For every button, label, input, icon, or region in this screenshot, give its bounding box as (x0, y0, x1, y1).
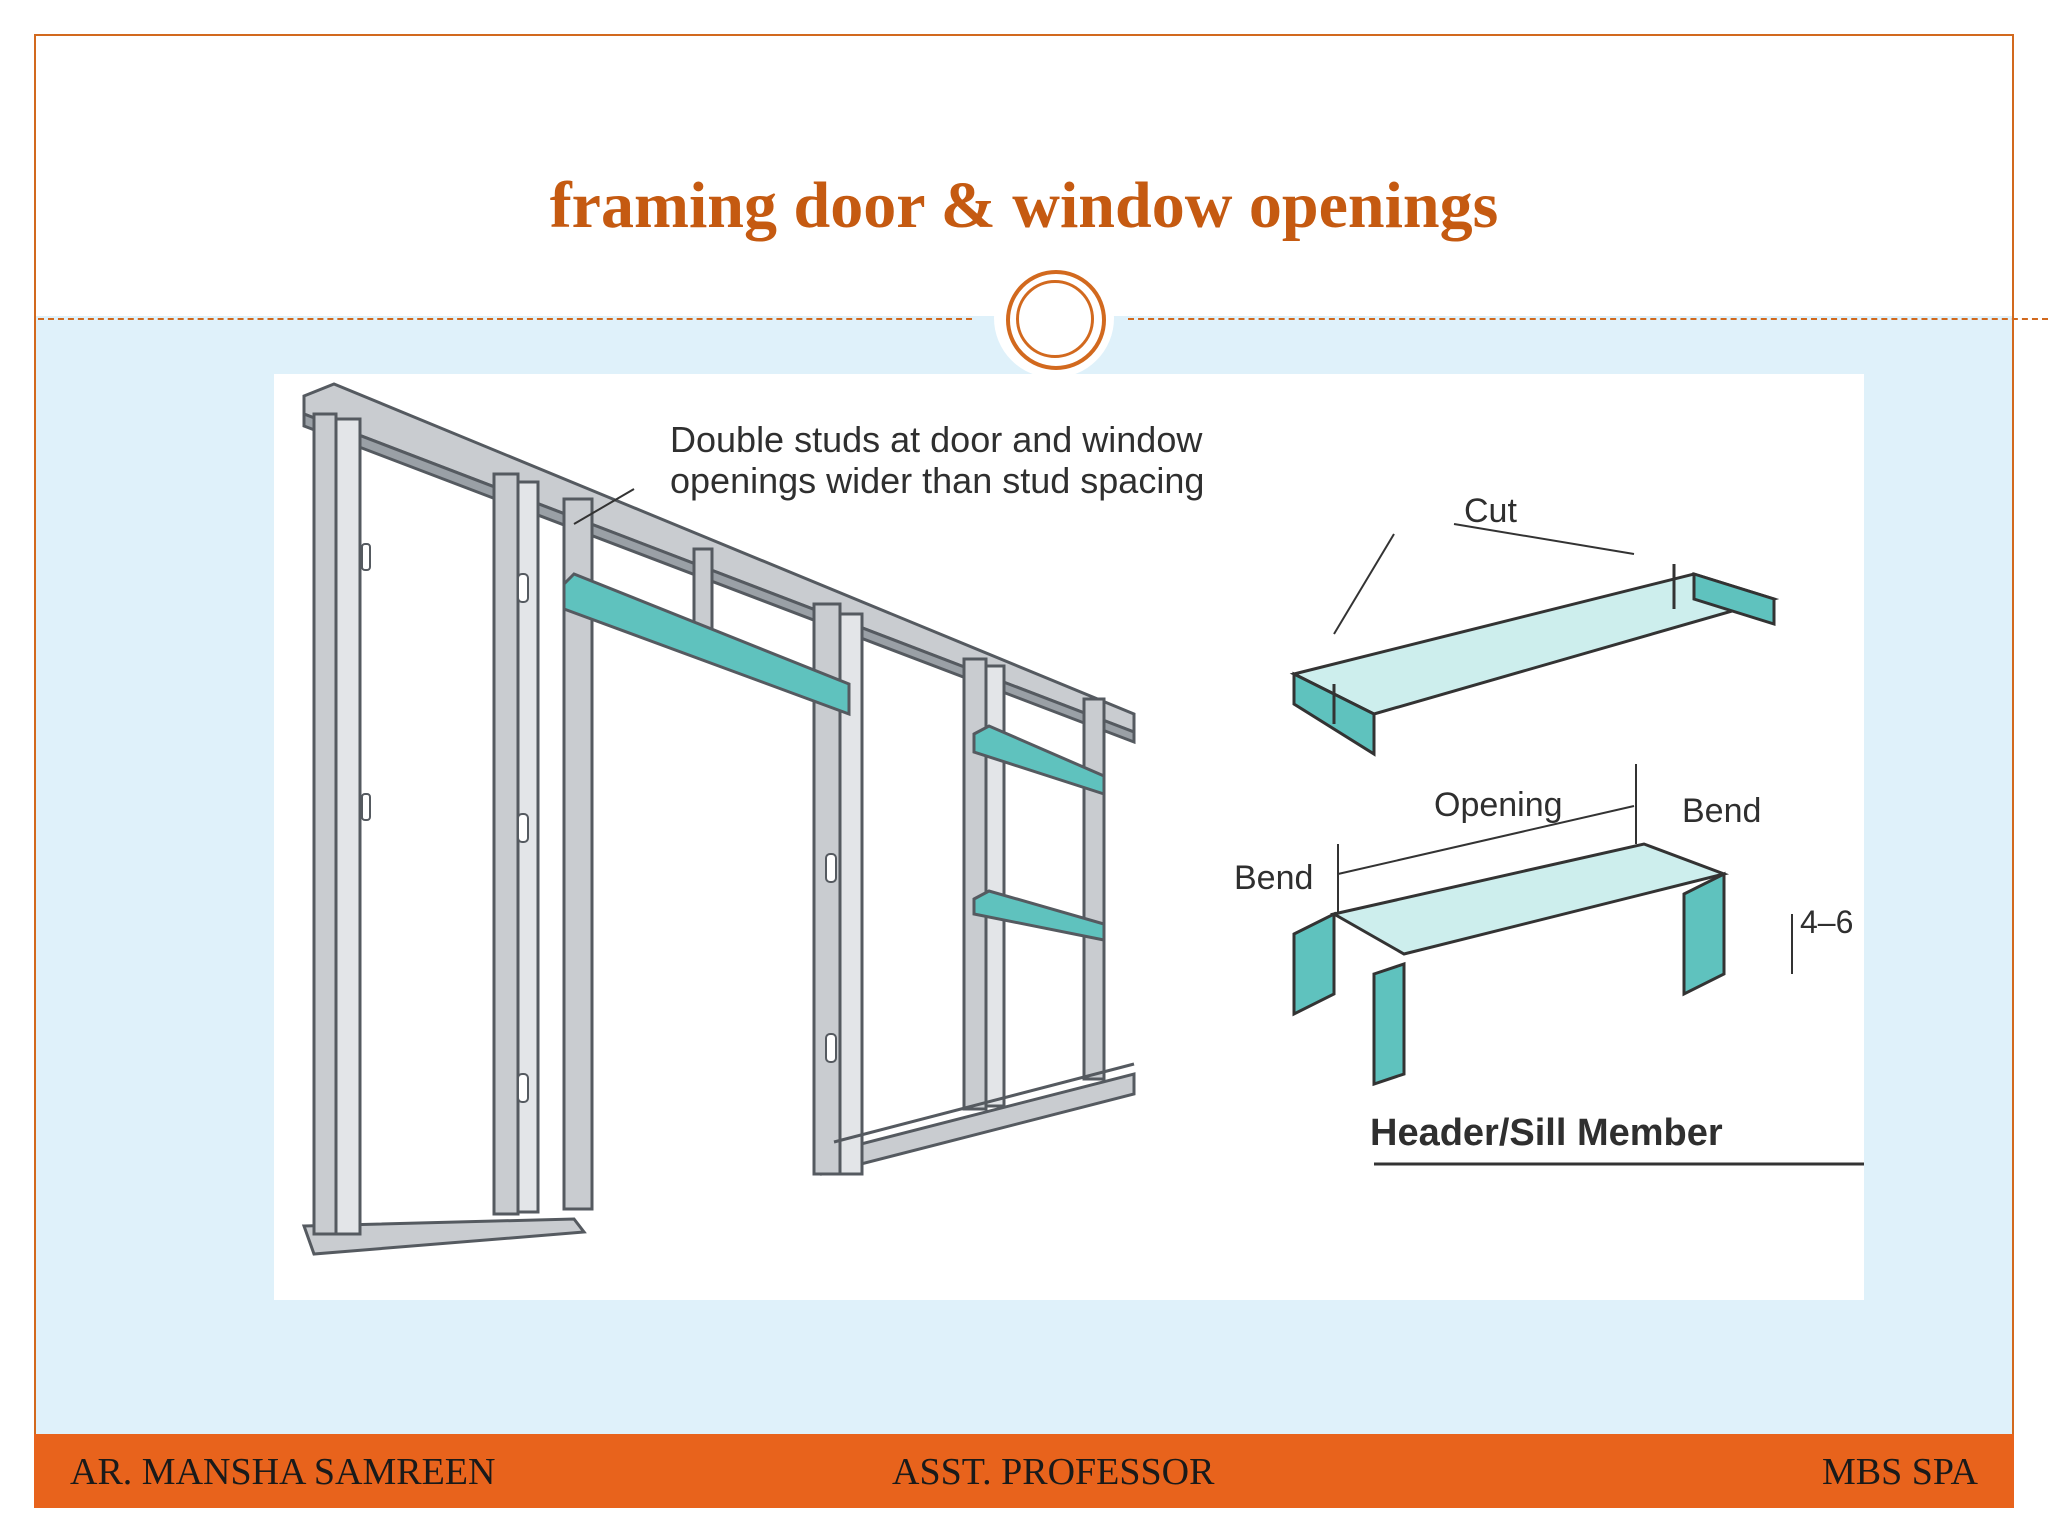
opening-label: Opening (1434, 786, 1563, 824)
circle-outer-ring (1006, 270, 1106, 370)
door-header (562, 572, 851, 717)
double-studs-label-line2: openings wider than stud spacing (670, 460, 1205, 501)
window-bottom (833, 1062, 1135, 1144)
footer-institution: MBS SPA (1822, 1451, 1978, 1493)
figure-caption: Header/Sill Member (1370, 1112, 1723, 1154)
framing-illustration (301, 382, 1864, 1256)
sill-leg-right (1682, 871, 1726, 997)
stud (312, 412, 338, 1236)
cut-header-member (1289, 523, 1780, 757)
cut-label: Cut (1464, 492, 1517, 530)
circle-inner-ring (1016, 280, 1094, 358)
sill-leg-front (1372, 961, 1406, 1087)
slide-title: framing door & window openings (549, 169, 1499, 242)
bend-label-left: Bend (1234, 859, 1314, 897)
window-stud (1082, 697, 1106, 1081)
stud-punchouts (361, 543, 837, 1103)
window-stud (962, 657, 988, 1111)
footer-author: AR. MANSHA SAMREEN (70, 1451, 496, 1493)
punchout (517, 813, 529, 843)
wall-frame (301, 382, 1136, 1256)
bottom-track (301, 1217, 587, 1256)
leader-line (573, 488, 635, 525)
cripple-stud (692, 547, 714, 631)
punchout (825, 1033, 837, 1063)
cut-leader (1333, 533, 1395, 635)
punchout (361, 793, 371, 821)
punchout (361, 543, 371, 571)
title-area: framing door & window openings (36, 36, 2012, 286)
punchout (517, 1073, 529, 1103)
circle-ornament (994, 258, 1114, 378)
punchout (825, 853, 837, 883)
footer-role: ASST. PROFESSOR (892, 1451, 1215, 1493)
punchout (517, 573, 529, 603)
opening-dim (1337, 805, 1635, 875)
double-studs-label-line1: Double studs at door and window (670, 419, 1203, 460)
top-track (302, 382, 1136, 735)
window-sill (972, 889, 1106, 942)
sill-leg-left (1292, 911, 1336, 1017)
stud (334, 417, 362, 1236)
framing-diagram: Double studs at door and window openings… (274, 374, 1864, 1300)
cut-leader (1453, 523, 1635, 555)
bend-label-right: Bend (1682, 792, 1762, 830)
stud (516, 480, 540, 1214)
title-divider-left (38, 318, 972, 320)
footer-bar: AR. MANSHA SAMREEN ASST. PROFESSOR MBS S… (34, 1434, 2014, 1508)
channel-flange-back (1692, 571, 1776, 627)
window-stud (984, 664, 1006, 1108)
dimension-label: 4–6 (1800, 904, 1854, 940)
title-divider-right (1128, 318, 2048, 320)
stud (492, 472, 520, 1216)
bent-sill-member (1292, 764, 1793, 1087)
door-jamb-stud (838, 612, 864, 1176)
window-header (972, 724, 1106, 797)
